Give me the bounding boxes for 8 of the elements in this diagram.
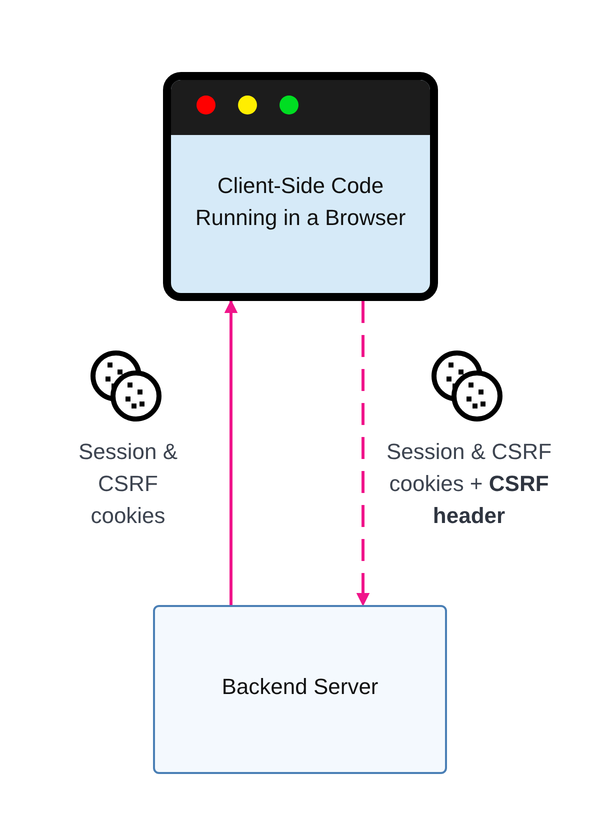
arrow	[356, 301, 370, 606]
edge-label: Session & CSRF cookies + CSRF header	[385, 438, 553, 530]
browser-window	[163, 72, 438, 301]
arrow	[224, 300, 238, 605]
node-label: Client-Side Code Running in a Browser	[194, 172, 407, 232]
server-box	[153, 605, 447, 774]
node-label: Backend Server	[220, 673, 380, 701]
edge-label: Session & CSRF cookies	[77, 438, 179, 530]
